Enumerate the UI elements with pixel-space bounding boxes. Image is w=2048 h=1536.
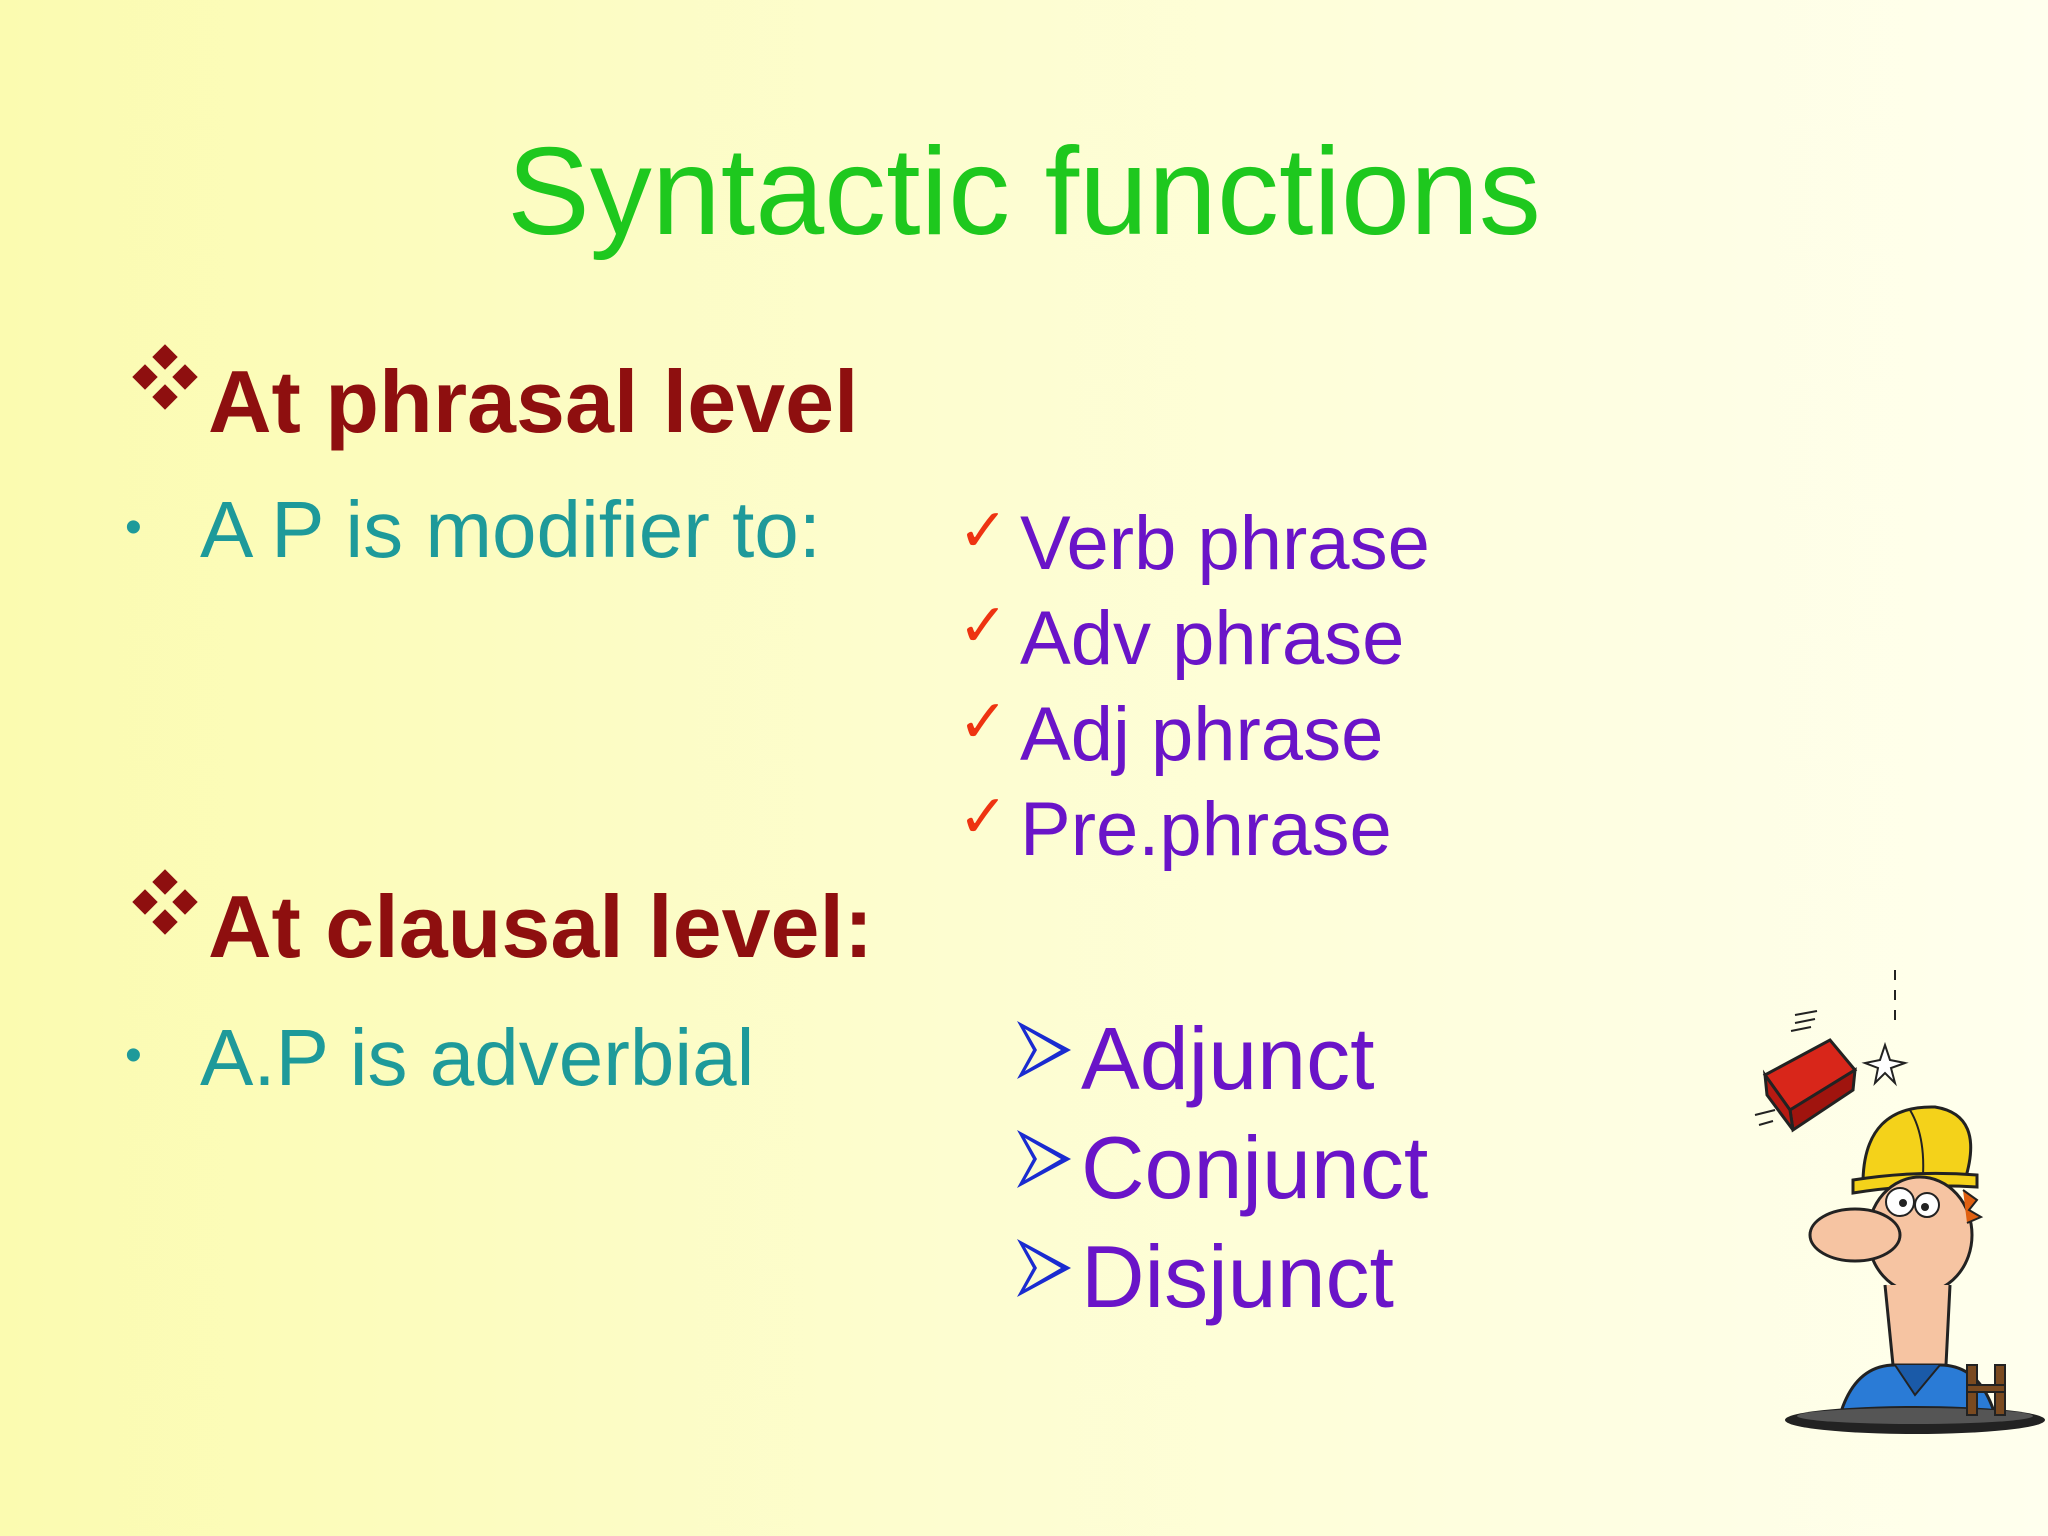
section-heading-text: At clausal level:	[208, 877, 874, 976]
check-item: ✓Pre.phrase	[958, 787, 1392, 868]
check-item: ✓Adj phrase	[958, 692, 1383, 773]
checkmark-icon: ✓	[958, 783, 1009, 850]
checkmark-icon: ✓	[958, 592, 1009, 659]
four-diamond-icon	[130, 344, 200, 416]
arrow-item: Disjunct	[1015, 1233, 1394, 1321]
arrow-item-text: Conjunct	[1081, 1118, 1429, 1217]
arrow-item-text: Adjunct	[1081, 1009, 1375, 1108]
bullet-text: A.P is adverbial	[200, 1013, 755, 1102]
bullet-dot-icon: •	[125, 1028, 142, 1082]
arrow-bullet-icon	[1017, 1130, 1071, 1188]
slide-title: Syntactic functions	[507, 123, 1541, 261]
checkmark-icon: ✓	[958, 688, 1009, 755]
bullet-clausal: •A.P is adverbial	[125, 1018, 754, 1098]
bullet-dot-icon: •	[125, 500, 142, 554]
checkmark-icon: ✓	[958, 497, 1009, 564]
arrow-item: Conjunct	[1015, 1124, 1428, 1212]
check-item-text: Pre.phrase	[1020, 787, 1392, 872]
check-item-text: Verb phrase	[1020, 501, 1430, 586]
check-item-text: Adv phrase	[1020, 596, 1405, 681]
arrow-bullet-icon	[1017, 1239, 1071, 1297]
section-heading-text: At phrasal level	[208, 352, 859, 451]
check-item: ✓Verb phrase	[958, 501, 1430, 582]
worker-brick-cartoon	[1754, 970, 2045, 1434]
section-heading-clausal: At clausal level:	[130, 869, 873, 971]
four-diamond-icon	[130, 869, 200, 941]
section-heading-phrasal: At phrasal level	[130, 344, 859, 446]
arrow-item-text: Disjunct	[1081, 1227, 1394, 1326]
arrow-item: Adjunct	[1015, 1015, 1375, 1103]
bullet-phrasal: •A P is modifier to:	[125, 490, 821, 570]
check-item: ✓Adv phrase	[958, 596, 1404, 677]
check-item-text: Adj phrase	[1020, 692, 1384, 777]
bullet-text: A P is modifier to:	[200, 485, 822, 574]
arrow-bullet-icon	[1017, 1021, 1071, 1079]
